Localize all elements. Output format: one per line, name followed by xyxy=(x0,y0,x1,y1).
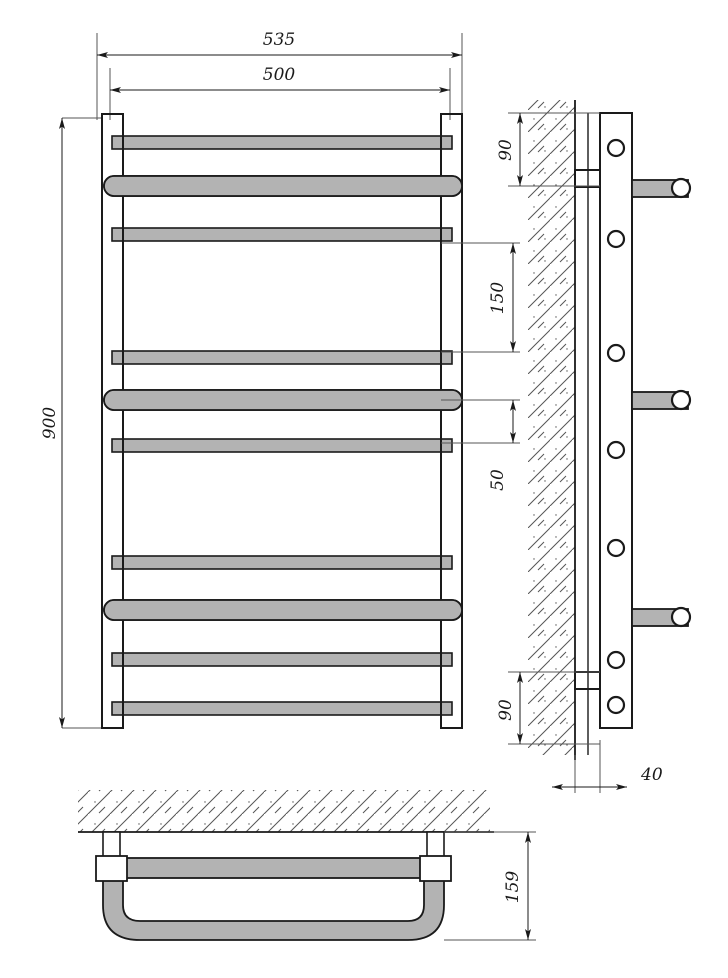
projecting-arm xyxy=(631,606,692,628)
projecting-arm xyxy=(631,177,692,199)
front-extension-lines xyxy=(96,33,463,120)
flat-rung xyxy=(111,135,453,150)
flat-rung xyxy=(111,227,453,242)
flat-rung xyxy=(111,350,453,365)
side-rung-circles xyxy=(606,138,626,715)
bottom-section-view: 159 xyxy=(78,790,536,941)
dimension-900: 900 xyxy=(40,117,102,729)
dimension-90-top: 90 xyxy=(496,112,600,187)
dimension-40: 40 xyxy=(552,740,663,793)
wall-hatch xyxy=(528,100,575,755)
dimension-90-bottom: 90 xyxy=(496,671,600,745)
front-posts xyxy=(101,113,463,729)
rung-section-circle xyxy=(606,229,626,249)
front-round-rails-overlay xyxy=(103,175,463,621)
post-left xyxy=(101,113,124,729)
bottom-u-loop xyxy=(102,877,445,941)
projecting-arm xyxy=(631,389,692,411)
dimension-500: 500 xyxy=(110,65,450,93)
dimension-50: 50 xyxy=(441,399,520,491)
dimension-900-label: 900 xyxy=(40,407,60,440)
dimension-40-label: 40 xyxy=(640,765,663,785)
side-projecting-arms xyxy=(631,177,692,628)
bottom-wall-hatch xyxy=(78,790,490,832)
stub-pipe xyxy=(102,831,121,859)
bracket-block xyxy=(419,855,452,882)
rung-section-circle xyxy=(606,343,626,363)
dimension-90-bottom-label: 90 xyxy=(496,699,516,721)
rung-section-circle xyxy=(606,440,626,460)
post-right xyxy=(440,113,463,729)
bottom-bracket-blocks xyxy=(95,855,452,882)
dimension-535: 535 xyxy=(97,30,462,58)
dimension-500-label: 500 xyxy=(263,65,296,85)
side-section-view: 90 150 50 9 xyxy=(441,100,692,793)
flat-rung xyxy=(111,438,453,453)
flat-rung xyxy=(111,652,453,667)
rung-section-circle xyxy=(606,695,626,715)
front-elevation-view: 535 500 900 xyxy=(40,30,463,729)
dimension-159: 159 xyxy=(444,831,536,941)
bracket-block xyxy=(95,855,128,882)
bottom-straight-rail xyxy=(109,857,441,879)
flat-rung xyxy=(111,701,453,716)
front-post-inner-edges xyxy=(122,114,442,728)
bottom-stub-pipes xyxy=(102,831,445,859)
dimension-535-label: 535 xyxy=(263,30,295,50)
flat-rung xyxy=(111,555,453,570)
dimension-50-label: 50 xyxy=(488,469,508,491)
rung-section-circle xyxy=(606,538,626,558)
stub-pipe xyxy=(426,831,445,859)
side-post xyxy=(599,112,633,729)
dimension-150-label: 150 xyxy=(488,282,508,315)
front-flat-rungs xyxy=(111,135,453,716)
rung-section-circle xyxy=(606,138,626,158)
dimension-150: 150 xyxy=(441,242,520,353)
dimension-159-label: 159 xyxy=(503,871,523,904)
rung-section-circle xyxy=(606,650,626,670)
dimension-90-top-label: 90 xyxy=(496,139,516,161)
